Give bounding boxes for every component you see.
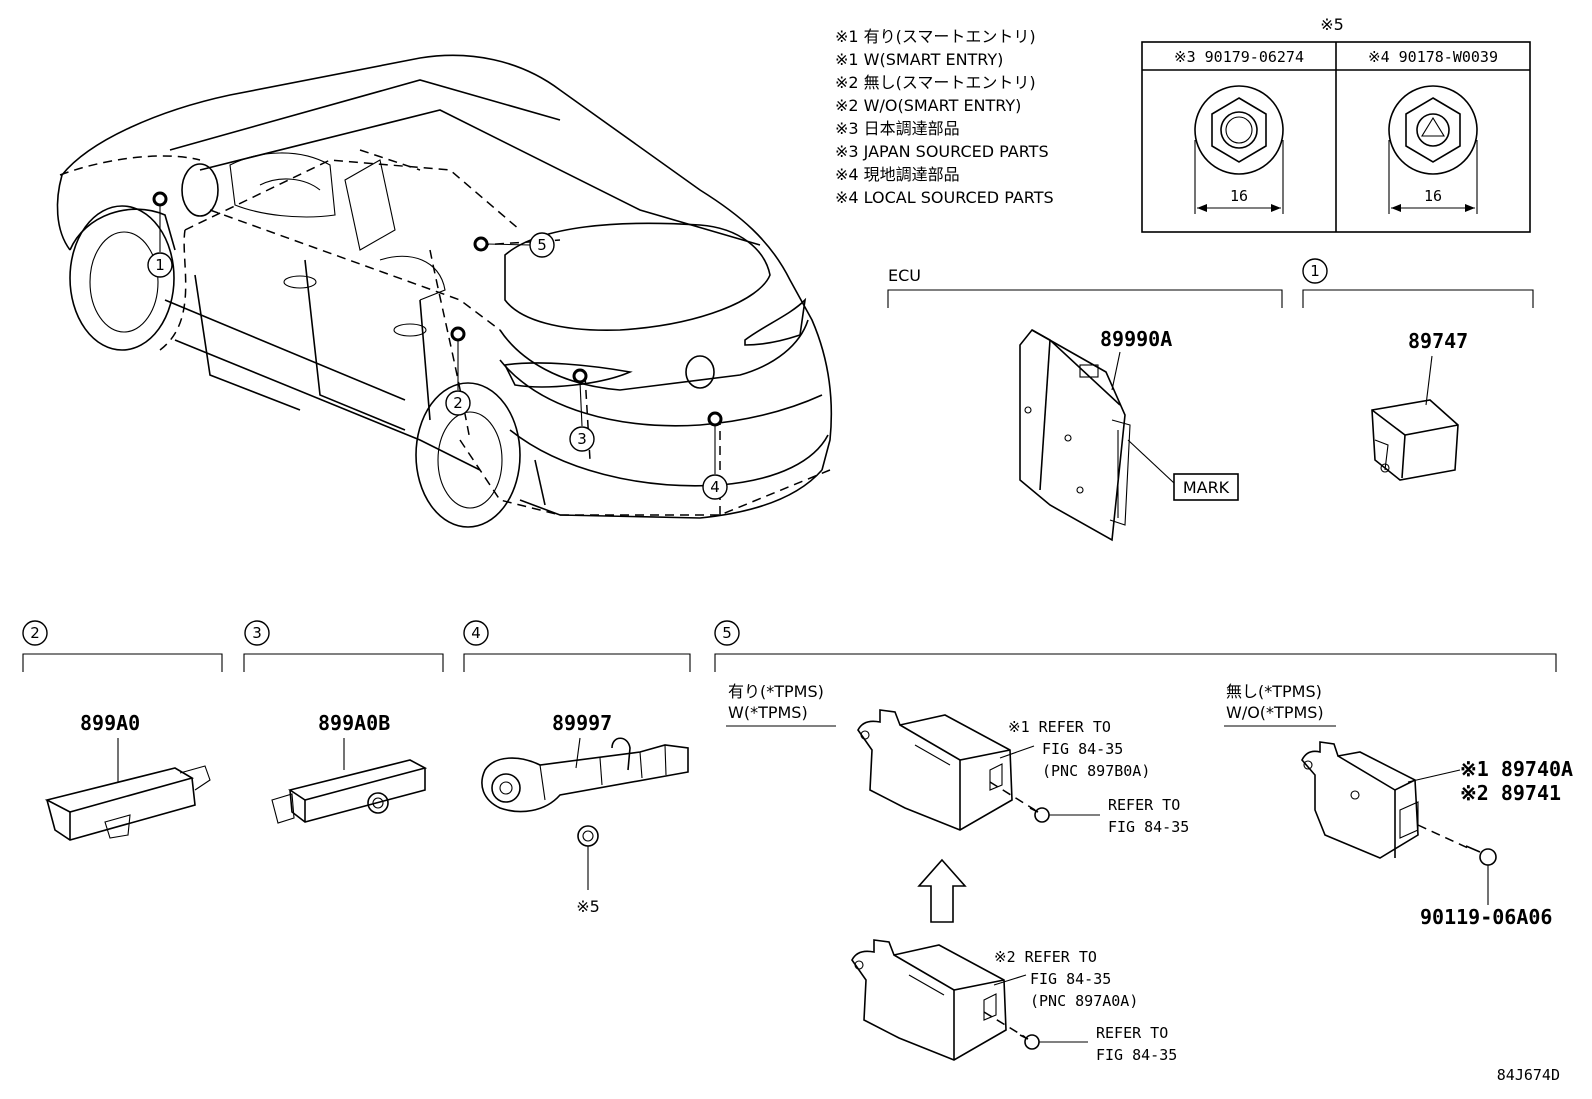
ref1-line2: FIG 84-35: [1042, 740, 1123, 758]
ecu-mark-label: MARK: [1183, 478, 1230, 497]
with-tpms-en: W(*TPMS): [728, 703, 808, 722]
section-4: 4 89997 ※5: [463, 620, 691, 916]
section-2: 2 899A0: [22, 620, 223, 841]
part-b: ※2 89741: [1460, 781, 1561, 805]
nut-col2-header: ※4 90178-W0039: [1368, 48, 1498, 66]
callout-3[interactable]: 3: [569, 368, 595, 452]
without-tpms-en: W/O(*TPMS): [1226, 703, 1324, 722]
section-4-part-number: 89997: [552, 711, 612, 735]
antenna-module-icon: [271, 759, 428, 824]
nut-col1-header: ※3 90179-06274: [1174, 48, 1304, 66]
ref2-line2: FIG 84-35: [1108, 818, 1189, 836]
hex-nut-icon: [1194, 85, 1284, 214]
nut-icon: [577, 825, 599, 847]
section-2-number: 2: [30, 624, 40, 642]
callout-3-label: 3: [577, 430, 587, 448]
section-1-part-number: 89747: [1408, 329, 1468, 353]
section-3-number: 3: [252, 624, 262, 642]
bolt-icon: [1029, 807, 1050, 823]
nut-col1-dim: 16: [1230, 187, 1248, 205]
tpms-receiver-icon: [1301, 741, 1419, 859]
section-4-nut-ref: ※5: [576, 897, 600, 916]
part-a: ※1 89740A: [1460, 757, 1573, 781]
section-1: 1 89747: [1302, 258, 1534, 481]
legend-line: ※4 LOCAL SOURCED PARTS: [835, 188, 1054, 207]
nut-table-title: ※5: [1320, 15, 1344, 34]
with-tpms-jp: 有り(*TPMS): [728, 682, 824, 701]
bolt-icon: [1465, 845, 1497, 866]
vehicle-illustration: 1 2 3 4 5: [56, 54, 833, 528]
hex-nut-icon: [1388, 85, 1478, 214]
section-4-number: 4: [471, 624, 481, 642]
section-5: 5 有り(*TPMS) W(*TPMS) ※1 REFER TO FIG 84-…: [714, 620, 1573, 1064]
callout-1[interactable]: 1: [147, 191, 173, 278]
figure-code: 84J674D: [1497, 1066, 1560, 1084]
section-3-part-number: 899A0B: [318, 711, 390, 735]
callout-4[interactable]: 4: [702, 411, 728, 500]
callout-2[interactable]: 2: [445, 326, 471, 416]
legend-line: ※2 無し(スマートエントリ): [835, 73, 1036, 92]
callout-2-label: 2: [453, 394, 463, 412]
ref3-line3: (PNC 897A0A): [1030, 992, 1138, 1010]
callout-4-label: 4: [710, 478, 720, 496]
section-1-number: 1: [1310, 262, 1320, 280]
legend-line: ※1 有り(スマートエントリ): [835, 27, 1036, 46]
sensor-module-icon: [1371, 399, 1459, 481]
section-ecu: ECU 89990A MARK: [887, 266, 1283, 542]
up-arrow-icon: [917, 858, 967, 923]
ecu-title: ECU: [888, 266, 921, 285]
callout-5[interactable]: 5: [473, 232, 555, 258]
bolt-part-number: 90119-06A06: [1420, 905, 1552, 929]
tpms-receiver-icon: [857, 709, 1013, 831]
legend-line: ※3 JAPAN SOURCED PARTS: [835, 142, 1049, 161]
section-3: 3 899A0B: [243, 620, 444, 824]
legend-line: ※4 現地調達部品: [835, 165, 960, 184]
nut-table: ※5 ※3 90179-06274 ※4 90178-W0039 16: [1141, 15, 1531, 233]
legend: ※1 有り(スマートエントリ) ※1 W(SMART ENTRY) ※2 無し(…: [835, 27, 1054, 207]
antenna-bracket-icon: [481, 737, 689, 813]
legend-line: ※2 W/O(SMART ENTRY): [835, 96, 1021, 115]
ref2-line1: REFER TO: [1108, 796, 1180, 814]
section-5-number: 5: [722, 624, 732, 642]
ref3-line2: FIG 84-35: [1030, 970, 1111, 988]
bolt-icon: [1019, 1034, 1040, 1050]
antenna-module-icon: [44, 765, 211, 841]
tpms-receiver-icon: [851, 939, 1007, 1061]
legend-line: ※1 W(SMART ENTRY): [835, 50, 1003, 69]
ref1-line1: ※1 REFER TO: [1008, 718, 1111, 736]
section-2-part-number: 899A0: [80, 711, 140, 735]
callout-1-label: 1: [155, 256, 165, 274]
ref1-line3: (PNC 897B0A): [1042, 762, 1150, 780]
callout-5-label: 5: [537, 236, 547, 254]
ref4-line2: FIG 84-35: [1096, 1046, 1177, 1064]
ref4-line1: REFER TO: [1096, 1024, 1168, 1042]
nut-col2-dim: 16: [1424, 187, 1442, 205]
ecu-module-icon: [1019, 328, 1131, 542]
ecu-part-number: 89990A: [1100, 327, 1172, 351]
ref3-line1: ※2 REFER TO: [994, 948, 1097, 966]
legend-line: ※3 日本調達部品: [835, 119, 960, 138]
without-tpms-jp: 無し(*TPMS): [1226, 682, 1322, 701]
